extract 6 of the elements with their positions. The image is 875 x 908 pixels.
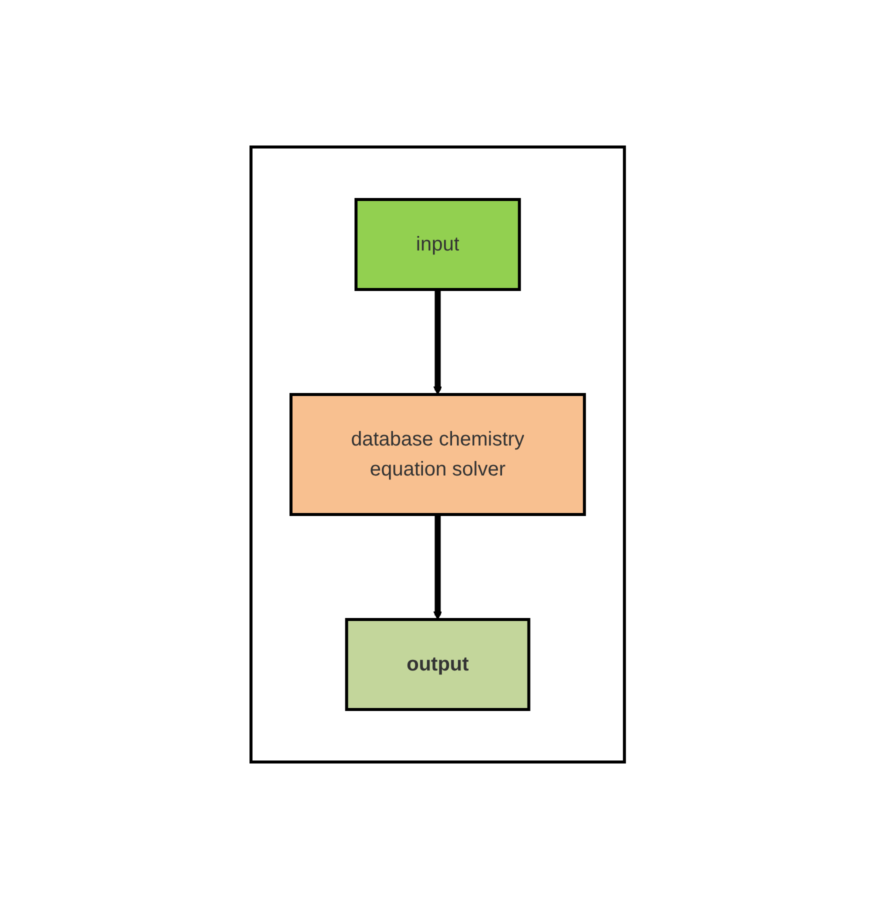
node-box: input (354, 198, 521, 290)
node-box: database chemistry equation solver (289, 392, 586, 516)
arrow (433, 289, 442, 394)
arrow (433, 514, 442, 620)
cluster (249, 145, 626, 763)
node-box: output (344, 618, 530, 710)
